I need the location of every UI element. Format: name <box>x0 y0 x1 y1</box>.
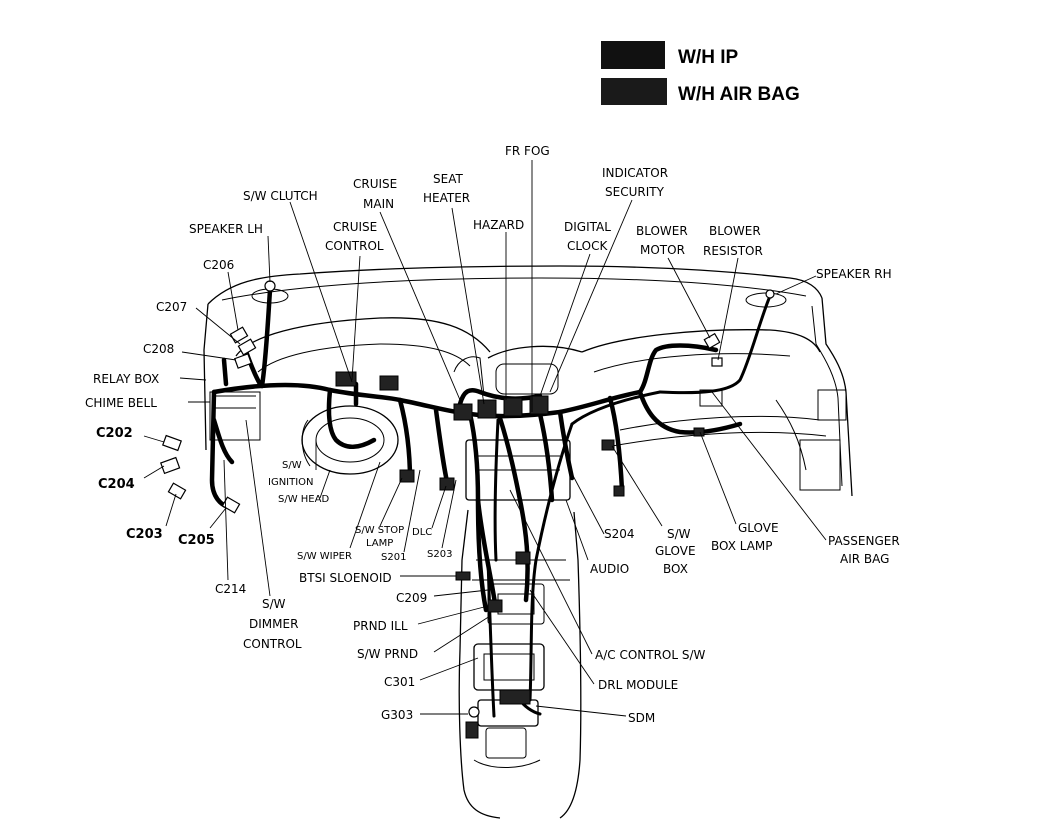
harness-airbag <box>486 294 772 718</box>
label-cruise-control-2: CONTROL <box>325 239 384 253</box>
label-speaker-lh: SPEAKER LH <box>189 222 263 236</box>
label-speaker-rh: SPEAKER RH <box>816 267 892 281</box>
label-c205: C205 <box>178 533 215 548</box>
label-relay-box: RELAY BOX <box>93 372 159 386</box>
label-clock: CLOCK <box>567 239 608 253</box>
label-cruise-control-1: CRUISE <box>333 220 377 234</box>
label-blower-resistor-1: BLOWER <box>709 224 761 238</box>
label-c214: C214 <box>215 582 246 596</box>
labels: FR FOG INDICATOR SECURITY SEAT HEATER CR… <box>85 144 900 725</box>
label-c202: C202 <box>96 426 133 441</box>
legend-label-airbag: W/H AIR BAG <box>678 84 800 105</box>
label-s204: S204 <box>604 527 635 541</box>
legend-swatch-ip <box>601 41 665 69</box>
label-s201: S201 <box>381 552 406 563</box>
label-security: SECURITY <box>605 185 665 199</box>
label-blower-motor-1: BLOWER <box>636 224 688 238</box>
label-passenger-2: AIR BAG <box>840 552 889 566</box>
label-sw-stop-2: LAMP <box>366 538 393 549</box>
label-c208: C208 <box>143 342 174 356</box>
label-audio: AUDIO <box>590 562 629 576</box>
connectors <box>160 280 775 739</box>
legend: W/H IP W/H AIR BAG <box>601 41 800 105</box>
label-sw-dimmer-2: DIMMER <box>249 617 298 631</box>
legend-swatch-airbag <box>601 78 667 105</box>
label-c204: C204 <box>98 477 135 492</box>
label-blower-resistor-2: RESISTOR <box>703 244 763 258</box>
label-heater: HEATER <box>423 191 470 205</box>
label-btsi: BTSI SLOENOID <box>299 571 392 585</box>
leader-lines <box>143 160 827 717</box>
legend-label-ip: W/H IP <box>678 47 738 68</box>
label-dlc: DLC <box>412 527 432 538</box>
label-sw-glove-1: S/W <box>667 527 691 541</box>
label-sw-prnd: S/W PRND <box>357 647 418 661</box>
label-indicator: INDICATOR <box>602 166 668 180</box>
label-fr-fog: FR FOG <box>505 144 550 158</box>
label-glove-lamp-1: GLOVE <box>738 521 779 535</box>
label-s203: S203 <box>427 549 452 560</box>
label-sw-ignition-1: S/W <box>282 460 302 471</box>
label-sw-ignition-2: IGNITION <box>268 477 314 488</box>
label-cruise-main-2: MAIN <box>363 197 394 211</box>
label-sw-ignition-3: S/W HEAD <box>278 494 329 505</box>
label-sw-stop-1: S/W STOP <box>355 525 404 536</box>
harness-ip <box>209 287 743 613</box>
label-c206: C206 <box>203 258 234 272</box>
label-ac-control: A/C CONTROL S/W <box>595 648 706 662</box>
label-sdm: SDM <box>628 711 655 725</box>
label-chime-bell: CHIME BELL <box>85 396 157 410</box>
label-drl-module: DRL MODULE <box>598 678 678 692</box>
label-sw-dimmer-1: S/W <box>262 597 286 611</box>
label-c207: C207 <box>156 300 187 314</box>
label-sw-clutch: S/W CLUTCH <box>243 189 318 203</box>
label-passenger-1: PASSENGER <box>828 534 900 548</box>
label-g303: G303 <box>381 708 413 722</box>
label-sw-glove-3: BOX <box>663 562 688 576</box>
label-c203: C203 <box>126 527 163 542</box>
label-glove-lamp-2: BOX LAMP <box>711 539 773 553</box>
label-cruise-main-1: CRUISE <box>353 177 397 191</box>
label-hazard: HAZARD <box>473 218 524 232</box>
label-sw-wiper: S/W WIPER <box>297 551 352 562</box>
label-blower-motor-2: MOTOR <box>640 243 685 257</box>
label-prnd-ill: PRND ILL <box>353 619 408 633</box>
label-seat: SEAT <box>433 172 463 186</box>
label-sw-dimmer-3: CONTROL <box>243 637 302 651</box>
label-digital: DIGITAL <box>564 220 611 234</box>
label-sw-glove-2: GLOVE <box>655 544 696 558</box>
label-c301: C301 <box>384 675 415 689</box>
label-c209: C209 <box>396 591 427 605</box>
